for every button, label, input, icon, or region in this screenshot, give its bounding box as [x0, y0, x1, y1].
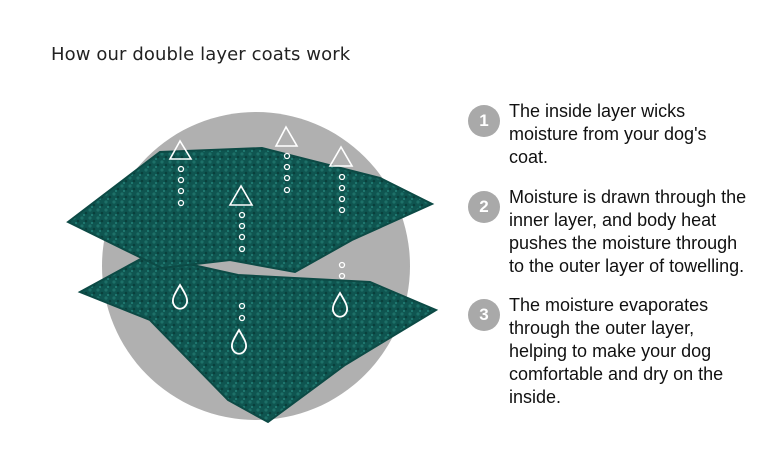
step-number-badge: 3	[468, 299, 500, 331]
step-text: Moisture is drawn through the inner laye…	[509, 187, 747, 276]
towel-layers-diagram	[66, 112, 439, 424]
step-number-badge: 2	[468, 191, 500, 223]
steps-list: 1 The inside layer wicks moisture from y…	[468, 100, 768, 409]
moisture-dots-icon	[177, 152, 346, 322]
step-3: 3 The moisture evaporates through the ou…	[468, 294, 768, 409]
page-title: How our double layer coats work	[51, 44, 351, 65]
up-arrow-triangle-icon	[168, 125, 354, 206]
step-text: The inside layer wicks moisture from you…	[509, 101, 707, 167]
step-1: 1 The inside layer wicks moisture from y…	[468, 100, 768, 169]
step-text: The moisture evaporates through the oute…	[509, 295, 724, 407]
step-2: 2 Moisture is drawn through the inner la…	[468, 186, 768, 278]
water-drop-icon	[171, 283, 349, 355]
step-number-badge: 1	[468, 105, 500, 137]
